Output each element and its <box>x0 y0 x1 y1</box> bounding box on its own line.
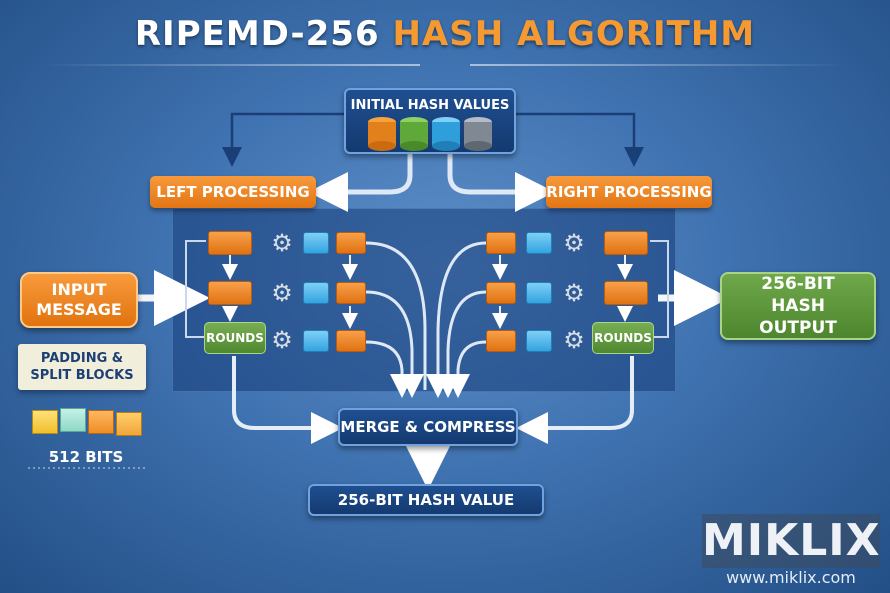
gear-icon: ⚙ <box>271 326 293 354</box>
gear-icon: ⚙ <box>563 326 585 354</box>
left-small-block-2 <box>336 282 366 304</box>
right-blue-block-1 <box>526 232 552 254</box>
left-small-block-3 <box>336 330 366 352</box>
bits-label: 512 BITS <box>48 448 124 466</box>
hash-output-text: 256-BIT HASH OUTPUT <box>759 274 837 338</box>
arrow-right-rounds-to-merge <box>516 356 634 444</box>
merge-compress-box: MERGE & COMPRESS <box>338 408 518 446</box>
right-block-2 <box>604 281 648 305</box>
arrow-left-rounds-to-merge <box>232 356 343 444</box>
watermark-logo: MIKLIX <box>702 514 881 568</box>
right-block-1 <box>604 231 648 255</box>
input-message-box: INPUT MESSAGE <box>20 272 138 328</box>
gear-icon: ⚙ <box>271 229 293 257</box>
arrow-initial-to-left-processing <box>308 152 413 212</box>
watermark-url: www.miklix.com <box>726 568 856 587</box>
hash-output-box: 256-BIT HASH OUTPUT <box>720 272 876 340</box>
right-blue-block-2 <box>526 282 552 304</box>
right-small-block-2 <box>486 282 516 304</box>
right-small-block-1 <box>486 232 516 254</box>
left-blue-block-1 <box>303 232 329 254</box>
title-divider-right <box>470 64 850 66</box>
left-processing-text: LEFT PROCESSING <box>156 183 310 201</box>
page-title: RIPEMD-256 HASH ALGORITHM <box>0 14 890 54</box>
merge-compress-text: MERGE & COMPRESS <box>340 418 516 436</box>
right-blue-block-3 <box>526 330 552 352</box>
gear-icon: ⚙ <box>563 229 585 257</box>
title-part1: RIPEMD-256 <box>134 14 380 54</box>
block-cubes-icon <box>30 404 150 444</box>
left-processing-label: LEFT PROCESSING <box>150 176 316 208</box>
padding-split-text: PADDING & SPLIT BLOCKS <box>30 351 134 383</box>
right-rounds-text: ROUNDS <box>594 331 652 345</box>
right-processing-label: RIGHT PROCESSING <box>546 176 712 208</box>
gear-icon: ⚙ <box>271 279 293 307</box>
padding-split-box: PADDING & SPLIT BLOCKS <box>18 344 146 390</box>
left-blue-block-3 <box>303 330 329 352</box>
right-rounds-box: ROUNDS <box>592 322 654 354</box>
database-icon <box>368 117 492 151</box>
left-rounds-box: ROUNDS <box>204 322 266 354</box>
right-processing-text: RIGHT PROCESSING <box>546 183 712 201</box>
arrow-initial-to-right <box>515 112 644 167</box>
hash-value-box: 256-BIT HASH VALUE <box>308 484 544 516</box>
left-blue-block-2 <box>303 282 329 304</box>
gear-icon: ⚙ <box>563 279 585 307</box>
title-divider-left <box>40 64 420 66</box>
initial-hash-values-label: INITIAL HASH VALUES <box>350 98 510 113</box>
hash-value-text: 256-BIT HASH VALUE <box>337 491 515 509</box>
left-rounds-text: ROUNDS <box>206 331 264 345</box>
title-part2: HASH ALGORITHM <box>392 14 756 54</box>
arrow-initial-to-right-processing <box>447 152 555 212</box>
input-message-text: INPUT MESSAGE <box>36 280 122 319</box>
left-block-1 <box>208 231 252 255</box>
left-block-2 <box>208 281 252 305</box>
arrow-initial-to-left <box>222 112 345 167</box>
left-small-block-1 <box>336 232 366 254</box>
right-small-block-3 <box>486 330 516 352</box>
